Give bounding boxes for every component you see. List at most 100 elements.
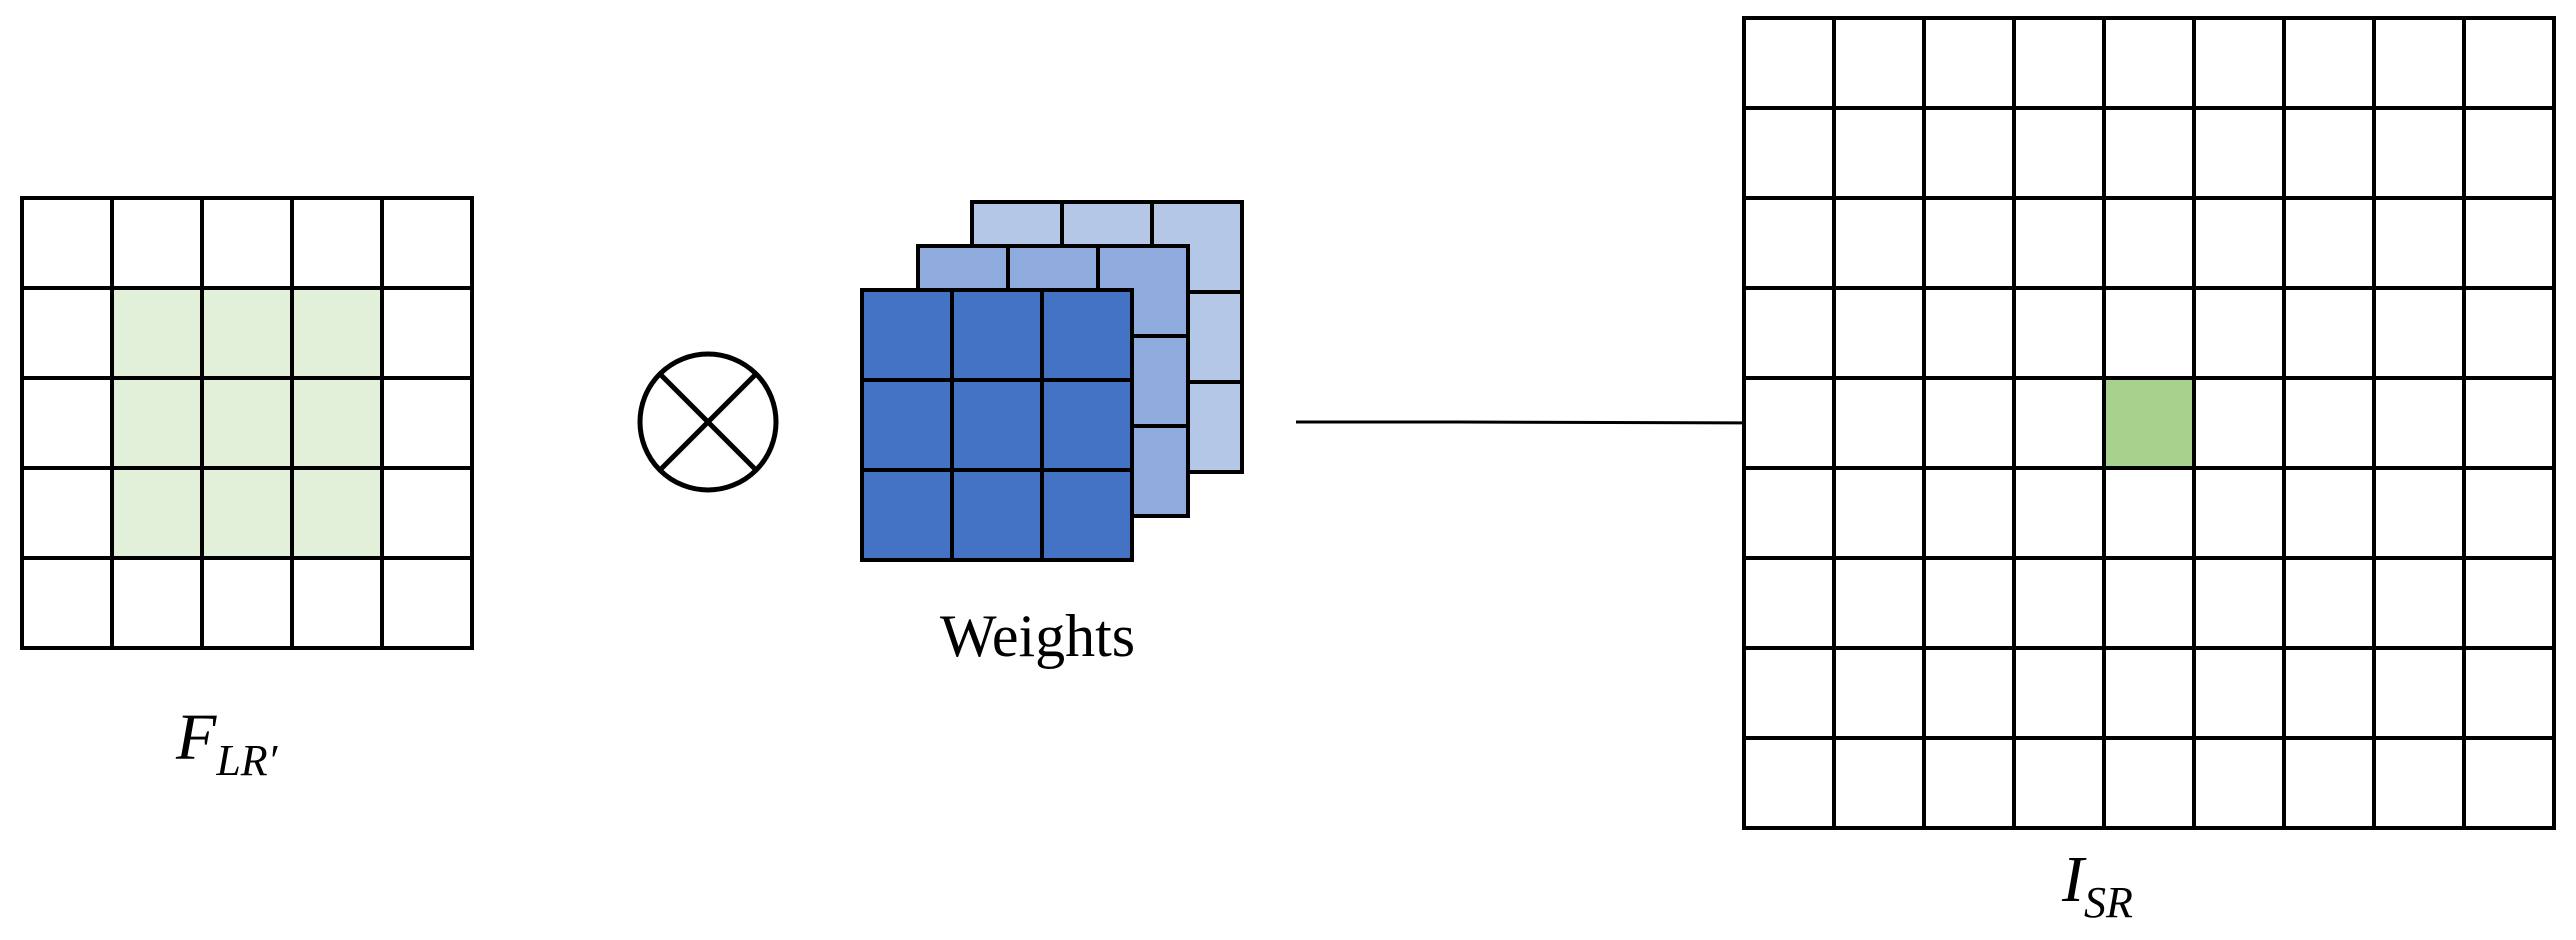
weight-cell-layer-3	[1040, 378, 1134, 472]
output-cell	[2372, 196, 2466, 290]
output-cell	[2192, 106, 2286, 200]
output-cell	[1832, 106, 1926, 200]
input-cell-highlighted	[290, 286, 384, 380]
output-cell	[1832, 286, 1926, 380]
input-cell-highlighted	[200, 376, 294, 470]
output-cell	[1832, 556, 1926, 650]
output-cell	[2102, 286, 2196, 380]
output-cell	[1922, 286, 2016, 380]
output-cell	[1922, 196, 2016, 290]
output-cell	[2102, 556, 2196, 650]
convolution-operator	[637, 351, 779, 493]
input-cell	[20, 376, 114, 470]
output-cell	[1742, 286, 1836, 380]
output-grid-label: ISR	[2062, 843, 2133, 927]
output-cell	[2282, 376, 2376, 470]
output-cell	[1742, 646, 1836, 740]
input-cell	[20, 286, 114, 380]
weight-cell-layer-3	[860, 378, 954, 472]
output-cell	[1922, 466, 2016, 560]
output-cell	[2012, 286, 2106, 380]
output-cell	[2282, 736, 2376, 830]
output-cell	[2462, 106, 2556, 200]
output-cell	[2462, 16, 2556, 110]
input-cell	[380, 376, 474, 470]
input-cell	[380, 286, 474, 380]
input-feature-grid	[20, 196, 474, 650]
output-cell	[1922, 646, 2016, 740]
output-cell	[2012, 376, 2106, 470]
output-cell	[2192, 196, 2286, 290]
output-cell	[2372, 106, 2466, 200]
output-cell	[2192, 16, 2286, 110]
input-cell	[290, 196, 384, 290]
otimes-cross-b	[658, 372, 758, 472]
output-cell	[2282, 556, 2376, 650]
input-cell	[200, 556, 294, 650]
output-cell	[1832, 646, 1926, 740]
weight-cell-layer-3	[1040, 288, 1134, 382]
input-cell	[110, 196, 204, 290]
weight-cell-layer-3	[860, 468, 954, 562]
output-cell	[2192, 376, 2286, 470]
input-cell	[20, 556, 114, 650]
output-cell	[1922, 106, 2016, 200]
output-cell	[2012, 736, 2106, 830]
output-cell	[1832, 466, 1926, 560]
output-cell-highlighted	[2102, 376, 2196, 470]
output-cell	[1832, 16, 1926, 110]
output-cell	[1742, 196, 1836, 290]
output-cell	[1832, 736, 1926, 830]
output-cell	[2012, 196, 2106, 290]
input-cell	[380, 466, 474, 560]
input-cell-highlighted	[200, 286, 294, 380]
otimes-icon	[637, 351, 779, 493]
output-cell	[2282, 286, 2376, 380]
output-cell	[2102, 646, 2196, 740]
output-cell	[2192, 736, 2286, 830]
weights-stack	[860, 200, 1244, 562]
output-cell	[2012, 466, 2106, 560]
output-sr-grid	[1742, 16, 2556, 830]
output-cell	[2462, 466, 2556, 560]
output-cell	[2462, 196, 2556, 290]
output-cell	[1832, 376, 1926, 470]
output-cell	[2282, 196, 2376, 290]
output-cell	[1922, 556, 2016, 650]
output-cell	[1922, 376, 2016, 470]
output-cell	[2282, 466, 2376, 560]
output-cell	[1922, 16, 2016, 110]
input-cell-highlighted	[200, 466, 294, 560]
output-cell	[2372, 646, 2466, 740]
output-cell	[1922, 736, 2016, 830]
output-cell	[2102, 106, 2196, 200]
weight-cell-layer-3	[1040, 468, 1134, 562]
output-cell	[2192, 646, 2286, 740]
output-cell	[2462, 376, 2556, 470]
weight-cell-layer-3	[950, 468, 1044, 562]
output-cell	[2192, 556, 2286, 650]
weights-label: Weights	[940, 603, 1136, 669]
input-cell	[200, 196, 294, 290]
output-cell	[2192, 286, 2286, 380]
input-cell	[20, 196, 114, 290]
input-cell	[110, 556, 204, 650]
input-cell-highlighted	[290, 466, 384, 560]
input-cell	[290, 556, 384, 650]
output-cell	[1742, 736, 1836, 830]
input-cell-highlighted	[290, 376, 384, 470]
output-cell	[2372, 466, 2466, 560]
output-cell	[2012, 16, 2106, 110]
output-cell	[2282, 16, 2376, 110]
output-cell	[2462, 736, 2556, 830]
output-cell	[1742, 376, 1836, 470]
output-cell	[1742, 16, 1836, 110]
output-cell	[2462, 286, 2556, 380]
weight-cell-layer-3	[860, 288, 954, 382]
output-cell	[2372, 736, 2466, 830]
output-cell	[2102, 196, 2196, 290]
output-cell	[2372, 376, 2466, 470]
output-cell	[2012, 556, 2106, 650]
output-cell	[1742, 466, 1836, 560]
